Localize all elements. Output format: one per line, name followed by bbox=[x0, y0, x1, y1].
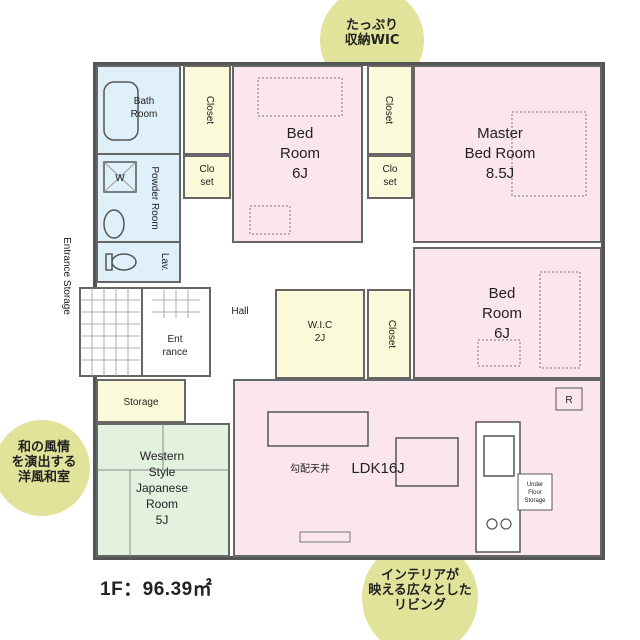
wic-label-2: 2J bbox=[315, 333, 326, 344]
entrance-area bbox=[79, 287, 211, 377]
bed-room-b bbox=[413, 247, 602, 379]
sofa-icon bbox=[267, 411, 369, 447]
living-callout-line-2: 映える広々とした bbox=[368, 583, 472, 598]
master-label-3: 8.5J bbox=[486, 165, 514, 182]
storage bbox=[96, 379, 186, 423]
underfloor-storage-box bbox=[517, 473, 553, 511]
bed-b-icon bbox=[539, 271, 581, 369]
hall-label: Hall bbox=[231, 306, 248, 317]
master-bed-room bbox=[413, 65, 602, 243]
underfloor-label-3: Storage bbox=[524, 498, 546, 504]
western-label-1: Western bbox=[140, 449, 184, 463]
japanese-callout-line-3: 洋風和室 bbox=[17, 470, 70, 485]
living-callout-line-3: リビング bbox=[393, 598, 446, 613]
washing-machine-icon bbox=[103, 161, 137, 193]
bed-room-a bbox=[232, 65, 363, 243]
bed-b-label-2: Room bbox=[482, 305, 522, 322]
japanese-callout-bubble bbox=[0, 420, 90, 516]
closet-small-a-label-1: Clo bbox=[199, 164, 214, 175]
entrance-storage-label: Entrance Storage bbox=[61, 237, 72, 315]
ldk-label: LDK16J bbox=[351, 460, 404, 477]
bed-a-label-2: Room bbox=[280, 145, 320, 162]
closet-small-b bbox=[367, 155, 413, 199]
living-callout-line-1: インテリアが bbox=[380, 568, 459, 583]
entrance-label-1: Ent bbox=[167, 334, 182, 345]
western-label-4: Room bbox=[146, 497, 178, 511]
bed-b-label-3: 6J bbox=[494, 325, 510, 342]
bed-b-label-1: Bed bbox=[489, 285, 516, 302]
entrance-tile-grid bbox=[80, 288, 200, 376]
desk-a-icon bbox=[249, 205, 291, 235]
stove-burner-icon bbox=[486, 518, 498, 530]
entrance-label-2: rance bbox=[162, 347, 187, 358]
closet-a bbox=[183, 65, 231, 155]
kitchen-sink-icon bbox=[483, 435, 515, 477]
ldk-ceiling-label: 勾配天井 bbox=[290, 462, 330, 475]
master-bed-icon bbox=[511, 111, 587, 197]
closet-b-label: Closet bbox=[383, 96, 394, 125]
wic-callout-line-1: たっぷり bbox=[345, 18, 398, 33]
storage-label: Storage bbox=[123, 397, 158, 408]
closet-c bbox=[367, 289, 411, 379]
wic-callout: たっぷり 収納WIC bbox=[322, 18, 422, 48]
bath-label-1: Bath bbox=[134, 96, 155, 107]
floor-area-title: 1F：96.39㎡ bbox=[100, 579, 213, 600]
roof-hatch-label: R bbox=[565, 395, 572, 406]
dining-table-icon bbox=[395, 437, 459, 487]
walk-in-closet bbox=[275, 289, 365, 379]
roof-hatch-icon bbox=[555, 387, 583, 411]
closet-small-a-label-2: set bbox=[200, 177, 214, 188]
japanese-callout-line-1: 和の風情 bbox=[17, 440, 70, 455]
tatami-lines bbox=[97, 424, 229, 556]
sink-icon bbox=[103, 209, 125, 239]
bath-label-2: Room bbox=[131, 109, 158, 120]
wic-label-1: W.I.C bbox=[308, 320, 332, 331]
living-callout: インテリアが 映える広々とした リビング bbox=[360, 568, 480, 613]
closet-b bbox=[367, 65, 413, 155]
closet-small-a bbox=[183, 155, 231, 199]
western-label-2: Style bbox=[149, 465, 176, 479]
tv-board-icon bbox=[299, 531, 351, 543]
bed-a-label-1: Bed bbox=[287, 125, 314, 142]
washer-label: W bbox=[115, 173, 125, 184]
master-label-1: Master bbox=[477, 125, 523, 142]
bathtub-icon bbox=[103, 81, 139, 141]
western-label-3: Japanese bbox=[136, 481, 188, 495]
closet-small-b-label-2: set bbox=[383, 177, 397, 188]
closet-a-label: Closet bbox=[204, 96, 215, 125]
living-callout-bubble bbox=[362, 540, 478, 640]
bed-a-label-3: 6J bbox=[292, 165, 308, 182]
western-label-5: 5J bbox=[156, 513, 169, 527]
underfloor-label-1: Under bbox=[527, 482, 543, 488]
bed-a-icon bbox=[257, 77, 343, 117]
powder-label: Powder Room bbox=[149, 166, 160, 229]
washer-cross-b bbox=[103, 161, 137, 193]
lavatory bbox=[96, 241, 181, 283]
toilet-tank-icon bbox=[105, 253, 113, 271]
closet-c-label: Closet bbox=[386, 320, 397, 349]
wic-callout-line-2: 収納WIC bbox=[344, 33, 400, 48]
ldk bbox=[233, 379, 602, 557]
closet-small-b-label-1: Clo bbox=[382, 164, 397, 175]
desk-b-icon bbox=[477, 339, 521, 367]
underfloor-label-2: Floor bbox=[528, 490, 542, 496]
japanese-callout-line-2: を演出する bbox=[11, 455, 77, 470]
master-label-2: Bed Room bbox=[465, 145, 536, 162]
japanese-callout: 和の風情 を演出する 洋風和室 bbox=[2, 440, 86, 485]
stove-burner-icon bbox=[500, 518, 512, 530]
lav-label: Lav. bbox=[159, 253, 170, 271]
